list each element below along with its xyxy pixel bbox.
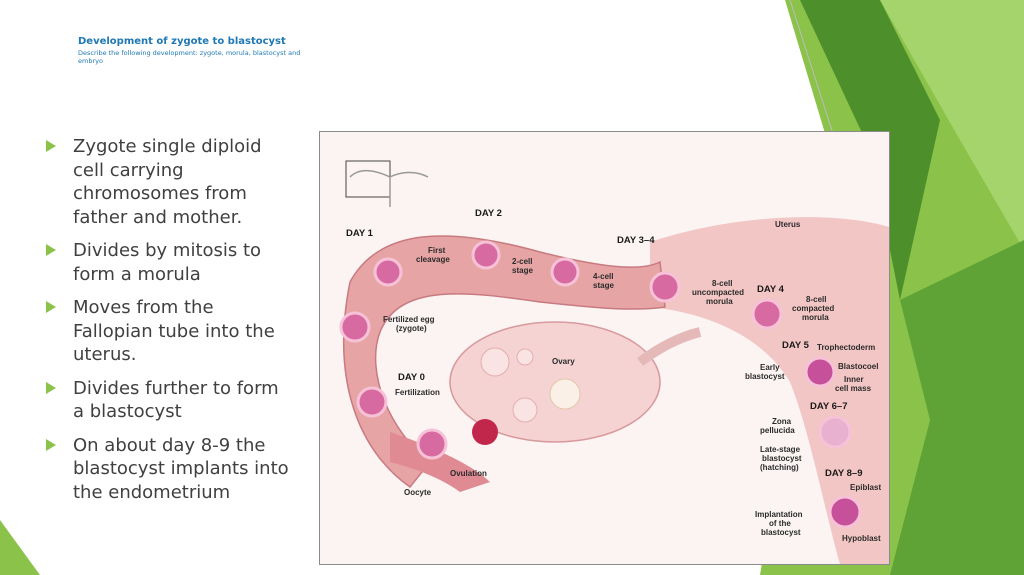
title-block: Development of zygote to blastocyst Desc… — [78, 36, 318, 65]
inset-uterus-sketch — [349, 169, 429, 207]
label-epiblast: Epiblast — [850, 483, 881, 492]
bullet-item: Zygote single diploid cell carrying chro… — [44, 135, 289, 229]
ovary-follicle — [516, 348, 534, 366]
deco-line — [789, 0, 836, 141]
cell-implantation — [828, 495, 862, 529]
ovulation-site — [472, 419, 498, 445]
label-day-6-7: DAY 6–7 — [810, 401, 848, 412]
bullet-item: Divides further to form a blastocyst — [44, 377, 289, 424]
cell-early-blastocyst — [804, 356, 836, 388]
label-day-0: DAY 0 — [398, 372, 425, 383]
label-blastocoel: Blastocoel — [838, 362, 878, 371]
slide-title: Development of zygote to blastocyst — [78, 36, 286, 47]
diagram-illustration: DAY 1 DAY 2 DAY 3–4 DAY 4 DAY 5 DAY 6–7 … — [339, 160, 889, 564]
cell-zygote — [339, 311, 371, 343]
cell-first-cleavage — [373, 257, 403, 287]
label-trophectoderm: Trophectoderm — [817, 343, 875, 352]
label-hypoblast: Hypoblast — [842, 534, 881, 543]
label-fertilized-egg: Fertilized egg(zygote) — [383, 315, 435, 333]
bullet-item: On about day 8-9 the blastocyst implants… — [44, 434, 289, 505]
green-shape-mid — [880, 0, 1024, 250]
embryo-development-diagram: DAY 1 DAY 2 DAY 3–4 DAY 4 DAY 5 DAY 6–7 … — [319, 131, 890, 565]
cell-late-blastocyst — [818, 415, 852, 449]
label-uterus: Uterus — [775, 220, 801, 229]
label-day-1: DAY 1 — [346, 228, 374, 239]
fimbriae — [390, 432, 490, 492]
green-shape-corner — [0, 520, 40, 575]
cell-fertilization — [356, 386, 388, 418]
bullet-text: Divides by mitosis to form a morula — [73, 240, 262, 285]
label-day-5: DAY 5 — [782, 340, 810, 351]
bullet-text: On about day 8-9 the blastocyst implants… — [73, 434, 289, 503]
bullet-text: Zygote single diploid cell carrying chro… — [73, 136, 262, 228]
label-day-2: DAY 2 — [475, 208, 502, 219]
label-ovulation: Ovulation — [450, 469, 487, 478]
ovary-follicle — [549, 378, 581, 410]
label-ovary: Ovary — [552, 357, 575, 366]
ovary-follicle — [512, 397, 538, 423]
uterus-shape — [650, 217, 889, 564]
bullet-item: Divides by mitosis to form a morula — [44, 239, 289, 286]
slide-subtitle: Describe the following development: zygo… — [78, 49, 301, 65]
triangle-bullet-icon — [46, 140, 56, 152]
bullet-item: Moves from the Fallopian tube into the u… — [44, 296, 289, 367]
triangle-bullet-icon — [46, 244, 56, 256]
triangle-bullet-icon — [46, 438, 56, 451]
cell-oocyte — [416, 428, 448, 460]
cell-4-cell — [550, 257, 580, 287]
label-oocyte: Oocyte — [404, 488, 432, 497]
bullet-text: Moves from the Fallopian tube into the u… — [73, 297, 275, 365]
ovarian-ligament — [637, 327, 702, 367]
label-fertilization: Fertilization — [395, 388, 440, 397]
label-day-3-4: DAY 3–4 — [617, 235, 655, 246]
triangle-bullet-icon — [46, 381, 56, 394]
bullet-list: Zygote single diploid cell carrying chro… — [44, 135, 289, 514]
ovary-follicle — [480, 347, 510, 377]
label-day-8-9: DAY 8–9 — [825, 468, 863, 479]
cell-8-compacted — [751, 298, 783, 330]
triangle-bullet-icon — [46, 301, 56, 313]
bullet-text: Divides further to form a blastocyst — [73, 377, 279, 423]
cell-2-cell — [471, 240, 501, 270]
label-day-4: DAY 4 — [757, 284, 785, 295]
cell-8-uncompacted — [649, 271, 681, 303]
green-shape-low — [890, 240, 1024, 575]
inset-locator-box — [345, 160, 391, 198]
fallopian-tube — [343, 235, 666, 489]
